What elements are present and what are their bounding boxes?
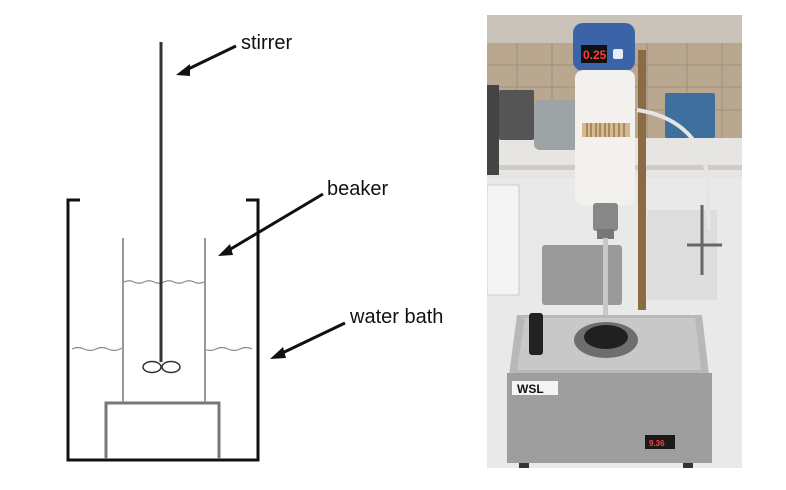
stirrer-blade-left xyxy=(142,360,162,374)
stirrer-arrow xyxy=(181,44,237,74)
stirrer-body xyxy=(575,70,635,205)
water-bath-arrowhead xyxy=(270,347,286,359)
bath-brand: WSL xyxy=(517,382,544,396)
apparatus-schematic: stirrer beaker water bath xyxy=(66,32,443,462)
stirrer-blade-right xyxy=(161,360,181,374)
beaker-outline xyxy=(122,238,206,402)
support-block xyxy=(104,401,221,459)
bath-display: 9.36 xyxy=(649,439,665,448)
water-bath-arrow xyxy=(275,321,346,358)
apparatus-photo: 0.25 WSL 9.36 xyxy=(487,15,742,468)
stirrer-display: 0.25 xyxy=(583,48,607,62)
beaker-water-level xyxy=(123,280,205,284)
beaker-interior-mask xyxy=(124,342,204,356)
stirrer-arrowhead xyxy=(176,64,190,76)
stirrer-label: stirrer xyxy=(241,32,292,54)
water-bath-outline xyxy=(66,198,260,462)
water-bath-label: water bath xyxy=(349,306,443,328)
beaker-label: beaker xyxy=(327,178,388,200)
beaker-arrowhead xyxy=(218,244,233,256)
beaker-arrow xyxy=(223,192,324,255)
